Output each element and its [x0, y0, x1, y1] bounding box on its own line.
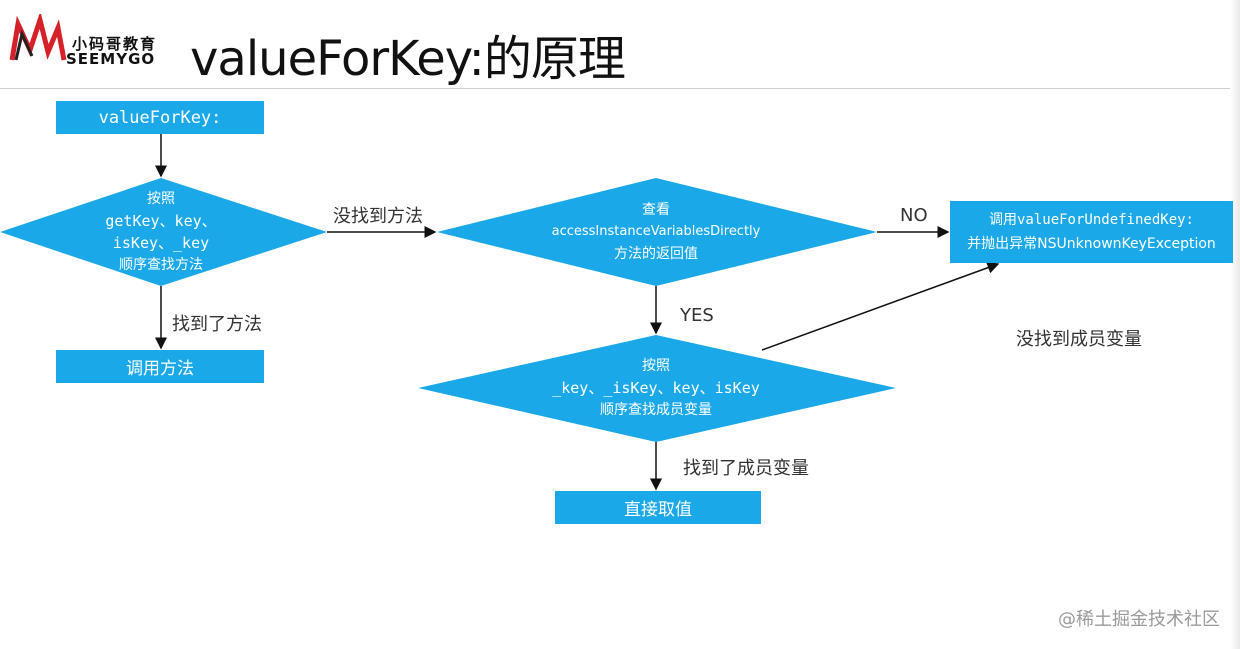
diamond-find-ivar	[418, 335, 896, 442]
diamond3-line1: 按照	[642, 358, 670, 374]
diamond3-text: 按照 _key、_isKey、key、isKey 顺序查找成员变量	[526, 354, 786, 422]
undefined-key-code: valueForUndefinedKey:	[1016, 212, 1194, 228]
right-edge-shadow	[1230, 0, 1240, 649]
header-divider	[0, 88, 1240, 89]
undefined-key-prefix: 调用	[988, 212, 1017, 228]
diamond1-line1: 按照	[147, 191, 175, 207]
yes-label: YES	[680, 305, 714, 326]
diamond2-text: 查看 accessInstanceVariablesDirectly 方法的返回…	[536, 199, 776, 265]
diamond2-line1: 查看	[642, 202, 670, 218]
get-value-label: 直接取值	[624, 500, 692, 520]
diamond3-line3: 顺序查找成员变量	[600, 402, 712, 418]
logo-mark-icon	[9, 11, 67, 61]
undefined-key-line1: 调用valueForUndefinedKey:	[989, 208, 1194, 232]
seemygo-logo	[8, 11, 173, 70]
logo-chinese-text: 小码哥教育	[72, 35, 158, 53]
call-method-label: 调用方法	[126, 359, 194, 379]
call-method-box: 调用方法	[56, 350, 264, 383]
diamond1-line4: 顺序查找方法	[119, 257, 203, 273]
diamond-find-method	[0, 178, 327, 286]
found-method-label: 找到了方法	[172, 314, 262, 335]
no-label: NO	[900, 205, 928, 226]
diamond1-text: 按照 getKey、key、 isKey、_key 顺序查找方法	[61, 186, 261, 278]
undefined-key-line2: 并抛出异常NSUnknownKeyException	[967, 236, 1216, 252]
start-box: valueForKey:	[56, 101, 264, 134]
not-found-ivar-label: 没找到成员变量	[1016, 329, 1142, 350]
logo-english-text: SEEMYGO	[66, 50, 156, 68]
diamond2-line2: accessInstanceVariablesDirectly	[551, 224, 761, 239]
diamond-access-ivars	[437, 178, 877, 286]
diamond1-line2: getKey、key、	[105, 212, 217, 230]
not-found-method-label: 没找到方法	[333, 206, 423, 227]
undefined-key-box: 调用valueForUndefinedKey: 并抛出异常NSUnknownKe…	[950, 201, 1233, 263]
diamond1-line3: isKey、_key	[112, 234, 210, 252]
diamond2-line3: 方法的返回值	[614, 246, 698, 262]
found-ivar-label: 找到了成员变量	[683, 458, 809, 479]
arrow-diamond3-to-undefined	[761, 261, 1000, 351]
diamond3-line2: _key、_isKey、key、isKey	[552, 379, 760, 397]
page-title: valueForKey:的原理	[190, 31, 626, 87]
watermark: @稀土掘金技术社区	[1058, 609, 1220, 630]
start-box-label: valueForKey:	[98, 107, 222, 128]
get-value-box: 直接取值	[555, 491, 761, 524]
